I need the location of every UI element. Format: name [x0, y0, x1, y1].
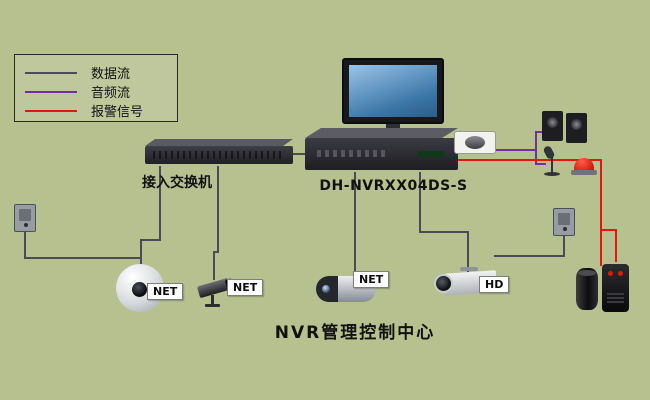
legend: 数据流 音频流 报警信号 [14, 54, 178, 122]
dome-camera-badge: NET [147, 283, 184, 300]
bullet-camera-base [205, 304, 220, 307]
alarm-input-sensor-right [553, 208, 575, 236]
speaker-right [566, 113, 587, 143]
legend-row-alarm: 报警信号 [25, 101, 167, 120]
alarm-lamp [574, 158, 594, 171]
box-camera-badge: HD [479, 276, 510, 293]
legend-label-audio: 音频流 [91, 86, 131, 101]
monitor [342, 58, 444, 124]
mouse [465, 136, 485, 149]
legend-label-alarm: 报警信号 [91, 105, 144, 120]
page-title: NVR管理控制中心 [274, 323, 436, 343]
access-switch-device [145, 146, 293, 164]
ptz-camera-lens [322, 285, 330, 293]
bullet-camera-badge: NET [227, 279, 264, 296]
alarm-signal-lines [458, 159, 617, 266]
speaker-left [542, 111, 563, 141]
data-line-swatch [25, 71, 77, 74]
alarm-siren-device [576, 268, 598, 310]
alarm-line-swatch [25, 109, 77, 112]
box-camera [434, 267, 498, 302]
data-flow-lines [24, 153, 565, 280]
legend-row-audio: 音频流 [25, 82, 167, 101]
dome-camera-lens [132, 282, 147, 297]
alarm-lamp-base [571, 170, 597, 175]
nvr-front-vents [317, 150, 387, 157]
alarm-output-device [602, 264, 629, 312]
microphone-base [544, 172, 560, 176]
switch-top-face [145, 139, 293, 146]
nvr-top-face [305, 128, 458, 138]
ptz-camera-badge: NET [353, 271, 390, 288]
box-camera-handle [460, 267, 478, 271]
bullet-camera [196, 277, 240, 310]
mousepad [454, 131, 496, 154]
switch-ports [153, 151, 285, 159]
box-camera-lens [434, 274, 453, 293]
legend-row-data: 数据流 [25, 63, 167, 82]
nvr-device [305, 138, 458, 170]
microphone-stem [551, 157, 553, 173]
audio-line-swatch [25, 90, 77, 93]
switch-label: 接入交换机 [142, 175, 212, 191]
monitor-screen [349, 65, 437, 117]
nvr-display-panel [418, 151, 444, 157]
bullet-camera-stand [211, 295, 214, 304]
alarm-input-sensor-left [14, 204, 36, 232]
nvr-label: DH-NVRXX04DS-S [319, 178, 468, 194]
legend-label-data: 数据流 [91, 67, 131, 82]
